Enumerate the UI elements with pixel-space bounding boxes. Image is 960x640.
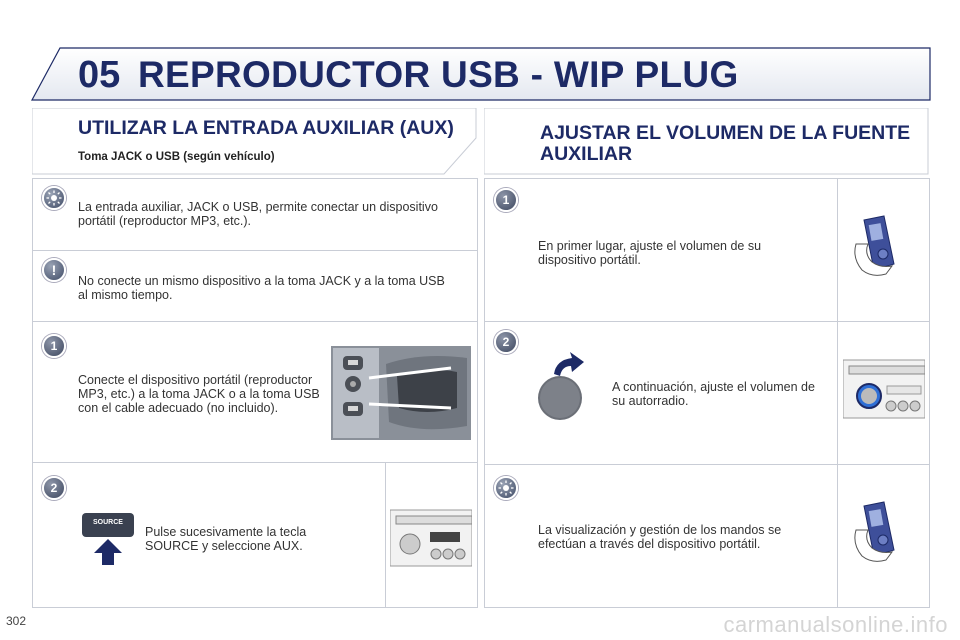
step-1-icon: 1 (494, 188, 518, 212)
step-1-icon: 1 (42, 334, 66, 358)
portable-player-icon (854, 215, 895, 276)
watermark-url: carmanualsonline.info (723, 612, 948, 637)
left-row-4-text: Pulse sucesivamente la tecla SOURCE y se… (145, 525, 307, 553)
header-band (30, 47, 931, 101)
source-button-illustration (82, 513, 134, 565)
left-section-subtitle: Toma JACK o USB (según vehículo) (78, 151, 275, 163)
sun-icon (494, 476, 518, 500)
right-row-3-text: La visualización y gestión de los mandos… (538, 523, 782, 551)
page-number: 302 (6, 614, 27, 628)
step-2-icon: 2 (494, 330, 518, 354)
jack-usb-port-illustration (331, 346, 471, 440)
right-section-title: AJUSTAR EL VOLUMEN DE LA FUENTE AUXILIAR (540, 122, 911, 165)
left-row-3-text: Conecte el dispositivo portátil (reprodu… (78, 373, 320, 415)
source-button-label: SOURCE (93, 519, 123, 526)
right-header-frame (484, 108, 929, 175)
sun-icon (42, 186, 66, 210)
page-title: REPRODUCTOR USB - WIP PLUG (138, 54, 739, 95)
chapter-number: 05 (78, 54, 121, 96)
radio-unit-illustration (390, 509, 472, 567)
right-row-1-text: En primer lugar, ajuste el volumen de su… (538, 239, 762, 267)
warning-icon: ! (42, 258, 66, 282)
portable-player-icon (854, 501, 895, 562)
left-section-title: UTILIZAR LA ENTRADA AUXILIAR (AUX) (78, 117, 454, 139)
volume-knob-icon (538, 352, 584, 420)
right-row-2-text: A continuación, ajuste el volumen de su … (612, 380, 815, 408)
left-row-1-text: La entrada auxiliar, JACK o USB, permite… (78, 200, 438, 228)
radio-unit-illustration (843, 359, 925, 419)
left-header-frame (32, 108, 477, 175)
left-row-2-text: No conecte un mismo dispositivo a la tom… (78, 274, 445, 302)
step-2-icon: 2 (42, 476, 66, 500)
